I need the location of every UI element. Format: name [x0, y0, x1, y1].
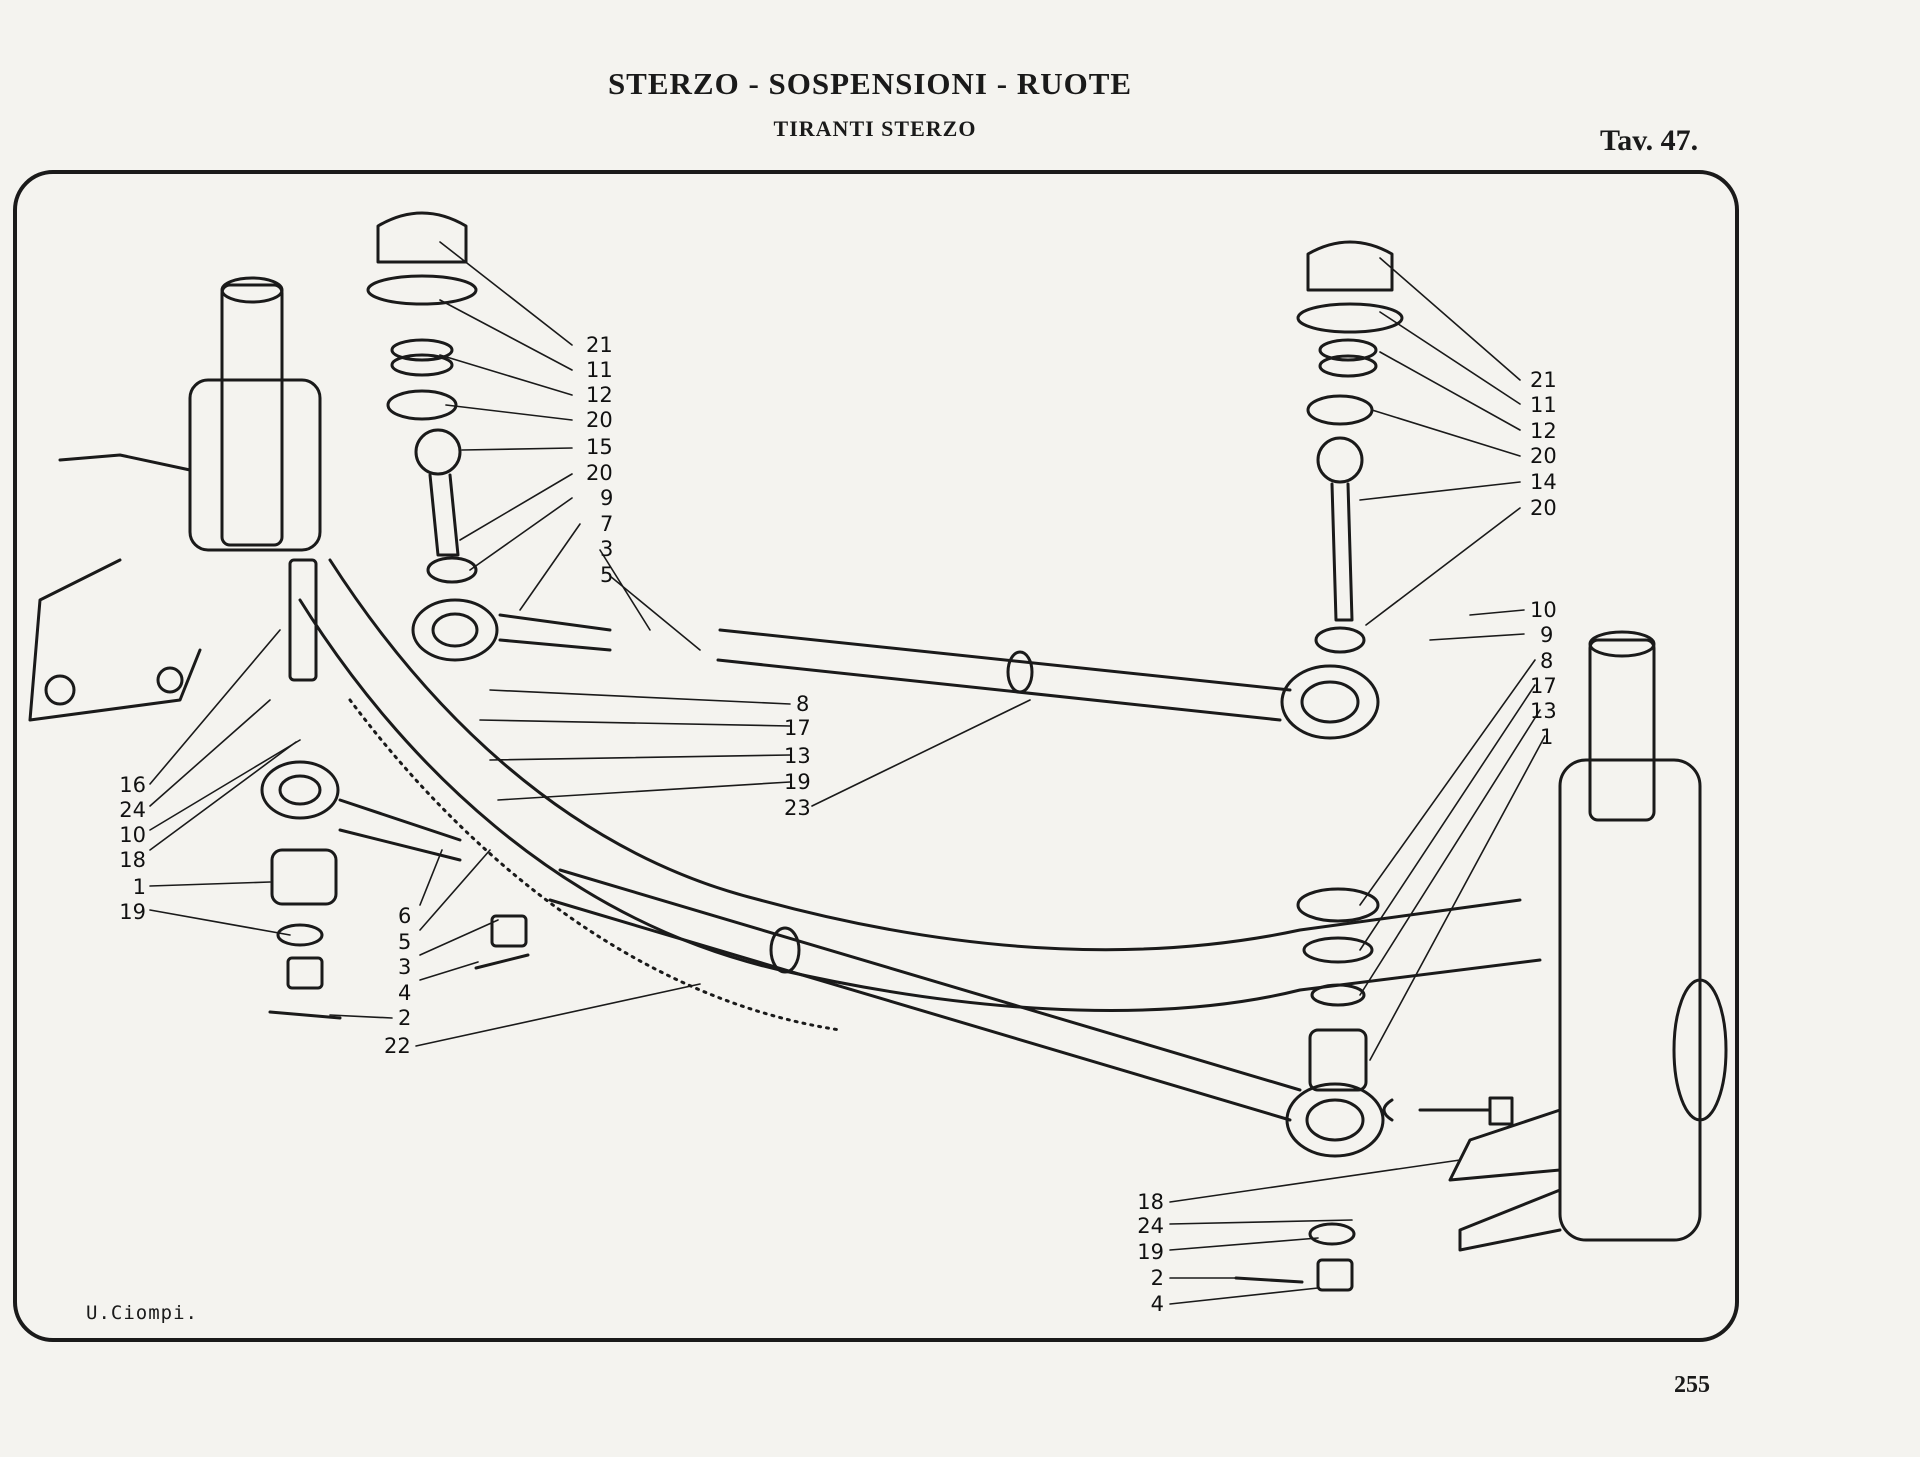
- callout-label: 11: [586, 358, 613, 382]
- callout-label: 1: [1540, 725, 1554, 749]
- callout-label: 12: [586, 383, 613, 407]
- callout-label: 8: [796, 692, 810, 716]
- callout-label: 17: [784, 716, 811, 740]
- callout-label: 13: [1530, 699, 1557, 723]
- callout-label: 10: [119, 823, 146, 847]
- callout-label: 10: [1530, 598, 1557, 622]
- callout-label: 20: [586, 461, 613, 485]
- callout-label: 2: [398, 1006, 412, 1030]
- callout-label: 1: [132, 875, 146, 899]
- callout-label: 6: [398, 904, 412, 928]
- callout-label: 20: [586, 408, 613, 432]
- page-title: STERZO - SOSPENSIONI - RUOTE: [607, 66, 1133, 101]
- callout-label: 19: [784, 770, 811, 794]
- callout-label: 11: [1530, 393, 1557, 417]
- artist-signature: U.Ciompi.: [86, 1302, 198, 1324]
- callout-label: 4: [1150, 1292, 1164, 1316]
- callout-label: 3: [398, 955, 412, 979]
- ball-joint-left: [366, 211, 478, 584]
- callout-label: 16: [119, 773, 146, 797]
- callout-label: 23: [784, 796, 811, 820]
- axle-beam: [328, 558, 1522, 952]
- callout-label: 4: [398, 981, 412, 1005]
- leader-lines: [149, 241, 1546, 1305]
- lower-right-joint-stack: [1296, 887, 1514, 1126]
- callout-label: 13: [784, 744, 811, 768]
- callout-label: 7: [600, 512, 614, 536]
- right-knuckle: [1448, 630, 1728, 1252]
- callout-label: 8: [1540, 649, 1554, 673]
- plate-number: Tav. 47.: [1600, 124, 1699, 157]
- callout-label: 15: [586, 435, 613, 459]
- callout-label: 9: [600, 486, 614, 510]
- callout-label: 24: [119, 798, 146, 822]
- callout-label: 20: [1530, 496, 1557, 520]
- page-subtitle: TIRANTI STERZO: [773, 116, 977, 141]
- callout-label: 17: [1530, 674, 1557, 698]
- callout-label: 2: [1150, 1266, 1164, 1290]
- callout-label: 14: [1530, 470, 1557, 494]
- drawing-frame: [13, 170, 1739, 1342]
- callout-label: 22: [384, 1034, 411, 1058]
- callout-label: 9: [1540, 623, 1554, 647]
- callout-label: 19: [119, 900, 146, 924]
- callout-label: 19: [1137, 1240, 1164, 1264]
- callout-label: 5: [600, 563, 614, 587]
- callout-label: 18: [1137, 1190, 1164, 1214]
- callout-label: 24: [1137, 1214, 1164, 1238]
- page-number: 255: [1674, 1372, 1710, 1398]
- upper-tie-rod: [411, 598, 1380, 740]
- loose-parts: [268, 848, 1394, 1292]
- callout-label: 3: [600, 537, 614, 561]
- ball-joint-right: [1296, 240, 1404, 654]
- left-knuckle: [28, 276, 322, 722]
- callout-label: 21: [586, 333, 613, 357]
- lower-tie-rod: [260, 760, 1385, 1158]
- callout-label: 21: [1530, 368, 1557, 392]
- callout-label: 12: [1530, 419, 1557, 443]
- callout-label: 18: [119, 848, 146, 872]
- callout-label: 5: [398, 930, 412, 954]
- callout-label: 20: [1530, 444, 1557, 468]
